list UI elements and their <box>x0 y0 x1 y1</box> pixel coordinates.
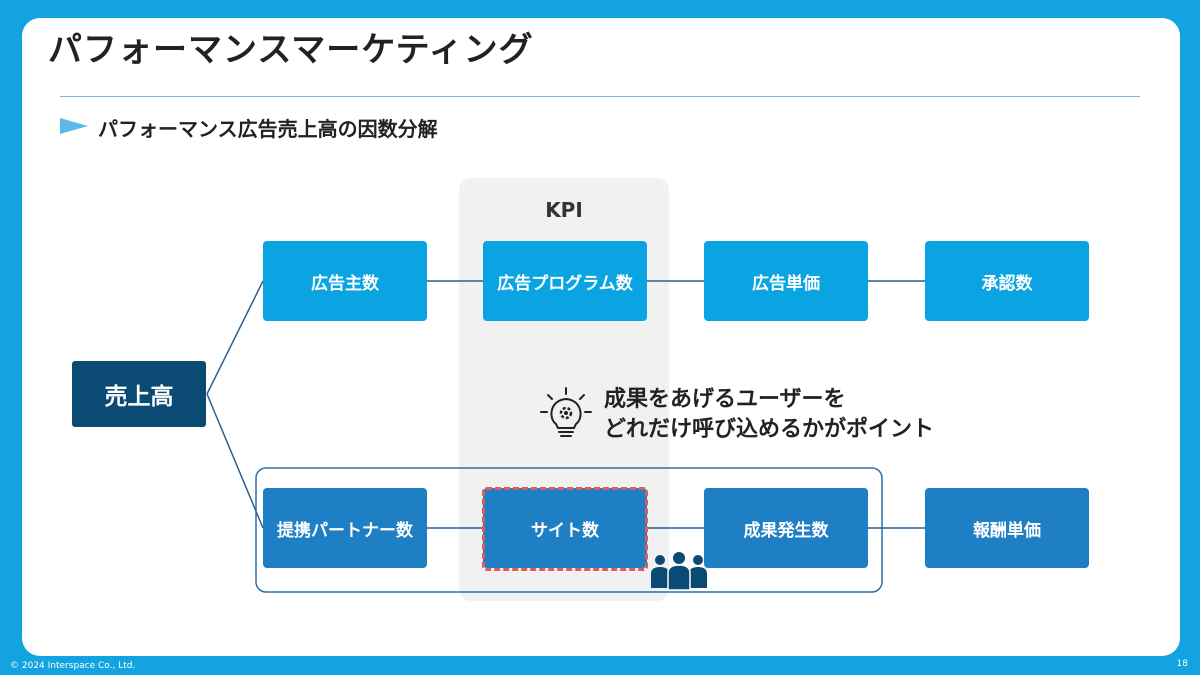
node-approval-count: 承認数 <box>925 241 1089 321</box>
node-conversion-count: 成果発生数 <box>704 488 868 568</box>
insight-line-1: 成果をあげるユーザーを <box>604 387 846 412</box>
footer-copyright: © 2024 Interspace Co., Ltd. <box>10 661 136 671</box>
subtitle-arrow-icon <box>60 118 88 134</box>
site-count-highlight <box>482 487 648 571</box>
node-ad-program-count: 広告プログラム数 <box>483 241 647 321</box>
node-advertiser-count: 広告主数 <box>263 241 427 321</box>
node-reward-unit-price: 報酬単価 <box>925 488 1089 568</box>
page-number: 18 <box>1176 659 1188 669</box>
slide-title: パフォーマンスマーケティング <box>48 30 534 70</box>
people-group-icon <box>651 552 707 590</box>
insight-line-2: どれだけ呼び込めるかがポイント <box>604 417 935 442</box>
title-divider <box>60 96 1140 97</box>
node-site-count: サイト数 <box>483 488 647 568</box>
slide-subtitle: パフォーマンス広告売上高の因数分解 <box>98 117 438 141</box>
lightbulb-gear-icon <box>540 387 592 437</box>
kpi-label: KPI <box>545 198 583 222</box>
insight-text: 成果をあげるユーザーを どれだけ呼び込めるかがポイント <box>604 385 934 445</box>
node-partner-count: 提携パートナー数 <box>263 488 427 568</box>
node-ad-unit-price: 広告単価 <box>704 241 868 321</box>
root-node-revenue: 売上高 <box>72 361 206 427</box>
